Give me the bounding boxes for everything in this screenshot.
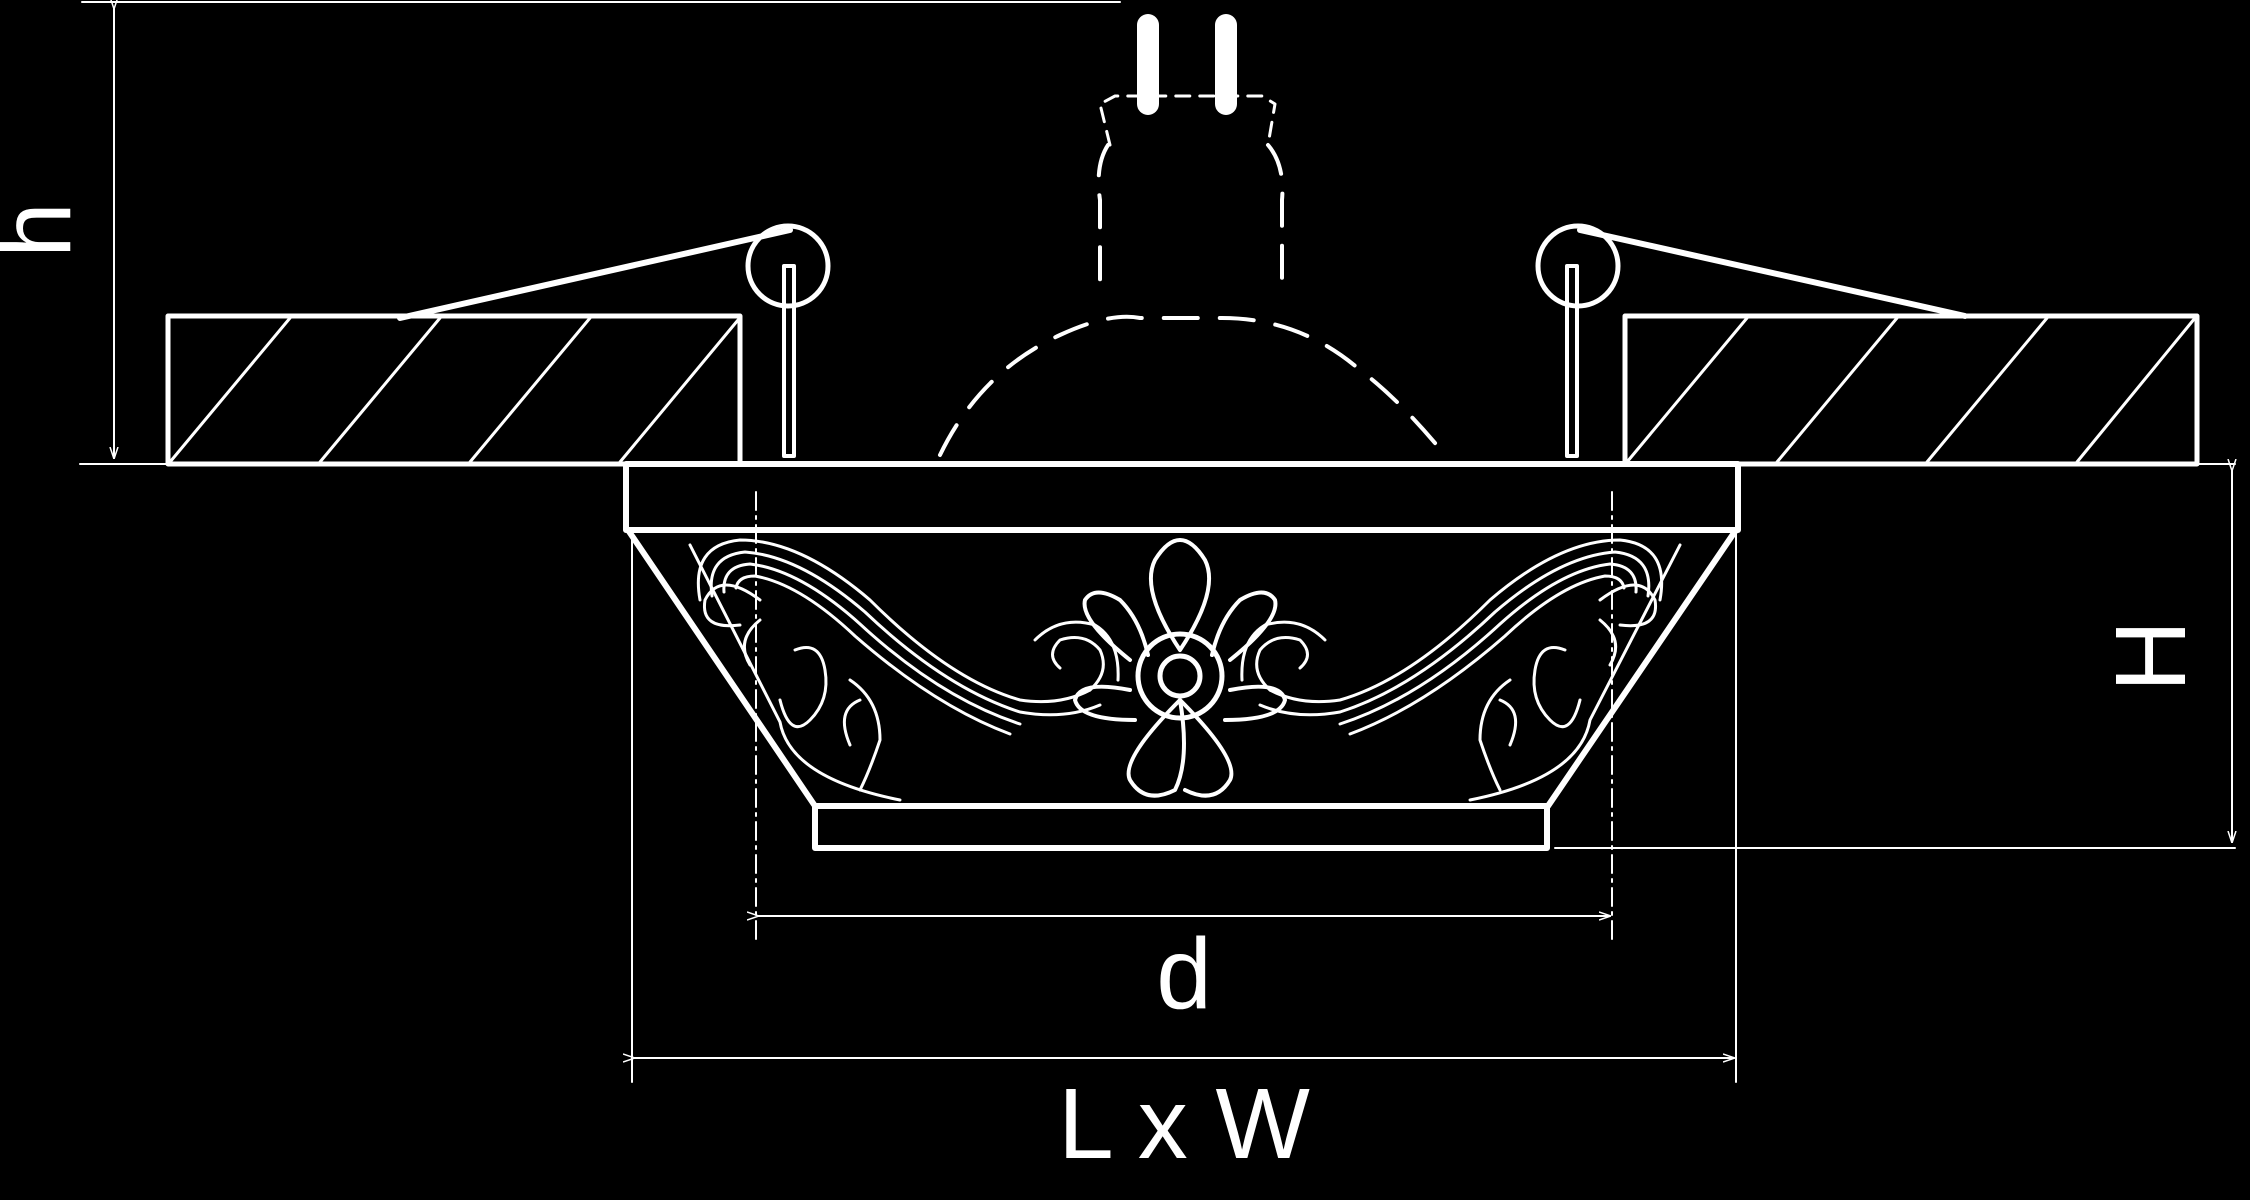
flower-ornament: [1073, 538, 1287, 798]
fixture-body: [625, 527, 1739, 809]
dimension-d: d: [756, 491, 1613, 1030]
fixture-bottom-ring: [812, 803, 1550, 851]
scroll-ornament-left: [696, 538, 1120, 792]
label-h: h: [0, 202, 92, 258]
dimension-lxw: L x W: [632, 533, 1737, 1180]
label-lxw: L x W: [1058, 1068, 1310, 1180]
dimension-H: H: [2095, 470, 2232, 843]
lamp: [938, 14, 1447, 457]
fixture-top-ring: [623, 461, 1741, 533]
ceiling-section-left: [165, 313, 743, 467]
scroll-ornament-right: [1240, 538, 1664, 792]
dimension-h: h: [0, 8, 114, 459]
spring-clip-right: [1535, 223, 1968, 458]
label-d: d: [1156, 918, 1212, 1030]
ceiling-section-right: [1622, 313, 2200, 467]
spring-clip-left: [397, 223, 831, 458]
label-H: H: [2095, 620, 2207, 692]
ornament: [696, 538, 1664, 798]
